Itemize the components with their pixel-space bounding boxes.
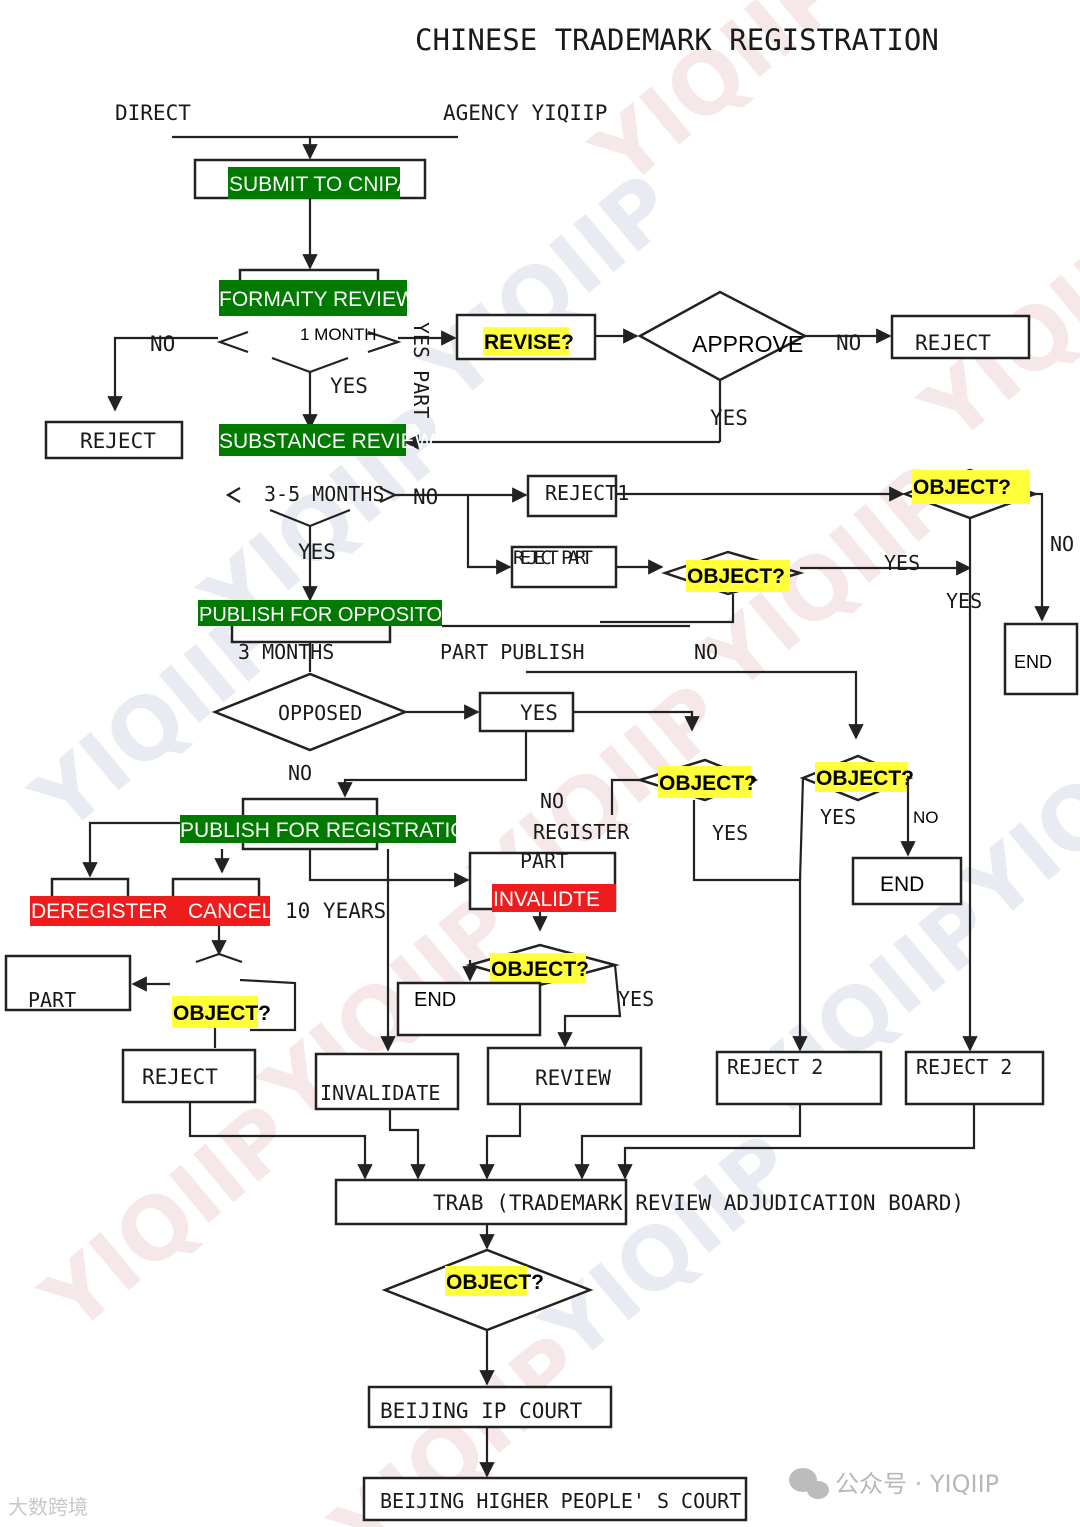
yes-box: YES <box>520 701 558 725</box>
yes-label-5: YES <box>298 540 336 564</box>
no-label-2: NO <box>836 331 861 355</box>
yes-label-6: YES <box>712 821 748 845</box>
label-agency: AGENCY YIQIIP <box>443 101 607 125</box>
publish-opposition: PUBLISH FOR OPPOSITON <box>199 604 456 626</box>
substance-review: SUBSTANCE REVIEW <box>219 430 435 453</box>
footer-account: 公众号 · YIQIIP <box>835 1470 999 1498</box>
no-label-6: NO <box>288 761 312 785</box>
yes-label-7: YES <box>820 805 856 829</box>
months-3-5-label: 3-5 MONTHS <box>264 482 384 506</box>
yes-label-3: YES <box>946 589 982 613</box>
cancel-box: CANCEL <box>188 900 273 923</box>
beijing-ip-court: BEIJING IP COURT <box>380 1399 583 1423</box>
no-label-8: NO <box>913 808 939 827</box>
end-c: END <box>880 873 924 896</box>
ten-years-label: 10 YEARS <box>285 899 386 923</box>
trab-box: TRAB (TRADEMARK REVIEW ADJUDICATION BOAR… <box>433 1191 964 1215</box>
deregister-box: DEREGISTER <box>31 900 168 923</box>
yes-label-8: YES <box>618 987 654 1011</box>
reject2-a: REJECT 2 <box>727 1055 823 1079</box>
reject-top-right: REJECT <box>915 331 991 355</box>
object-a: OBJECT? <box>913 476 1011 499</box>
label-direct: DIRECT <box>115 101 191 125</box>
object-c: OBJECT? <box>659 772 757 795</box>
no-label-5: NO <box>694 640 718 664</box>
yes-label-1: YES <box>330 374 368 398</box>
yes-label-2: YES <box>710 406 748 430</box>
reject-part-box: REJECT PART <box>513 547 593 569</box>
page-title: CHINESE TRADEMARK REGISTRATION <box>415 23 939 57</box>
revise-box: REVISE? <box>484 331 574 354</box>
no-label-3: NO <box>413 485 438 509</box>
one-month-label: 1 MONTH <box>300 325 377 344</box>
reject-left: REJECT <box>80 429 156 453</box>
publish-registration: PUBLISH FOR REGISTRATION <box>180 819 482 842</box>
opposed-diamond: OPPOSED <box>278 701 362 725</box>
part-mid-label: PART <box>520 849 568 873</box>
submit-box: SUBMIT TO CNIPA <box>229 173 411 196</box>
three-months-label: 3 MONTHS <box>238 640 334 664</box>
no-label-1: NO <box>150 332 175 356</box>
yes-part-label: YES PART <box>409 322 433 418</box>
object-f: OBJECT? <box>491 958 589 981</box>
svg-text:YIQIIP: YIQIIP <box>523 1116 814 1382</box>
object-g: OBJECT? <box>446 1271 544 1294</box>
svg-text:YIQIIP: YIQIIP <box>23 1086 314 1352</box>
review-box: REVIEW <box>535 1066 611 1090</box>
footer-left-mark: 大数跨境 <box>8 1495 88 1519</box>
formality-review: FORMAITY REVIEW <box>219 288 416 311</box>
part-left-label: PART <box>28 988 76 1012</box>
reject-bottom-left: REJECT <box>142 1065 218 1089</box>
register-label: REGISTER <box>533 820 630 844</box>
svg-text:YIQIIP: YIQIIP <box>403 156 694 422</box>
end-a: END <box>1014 652 1052 672</box>
reject1-box: REJECT1 <box>545 481 629 505</box>
invalidte-box: INVALIDTE <box>493 888 600 911</box>
no-label-7: NO <box>540 789 564 813</box>
wechat-icon <box>789 1468 829 1499</box>
no-label-4: NO <box>1050 532 1074 556</box>
object-d: OBJECT? <box>816 767 914 790</box>
beijing-higher-court: BEIJING HIGHER PEOPLE' S COURT <box>380 1489 741 1513</box>
approve-diamond: APPROVE <box>692 331 803 357</box>
object-b: OBJECT? <box>687 565 785 588</box>
part-publish-label: PART PUBLISH <box>440 640 585 664</box>
end-b: END <box>414 989 456 1011</box>
reject2-b: REJECT 2 <box>916 1055 1012 1079</box>
yes-label-4: YES <box>884 551 920 575</box>
invalidate-box: INVALIDATE <box>320 1081 440 1105</box>
object-e: OBJECT? <box>173 1002 271 1025</box>
